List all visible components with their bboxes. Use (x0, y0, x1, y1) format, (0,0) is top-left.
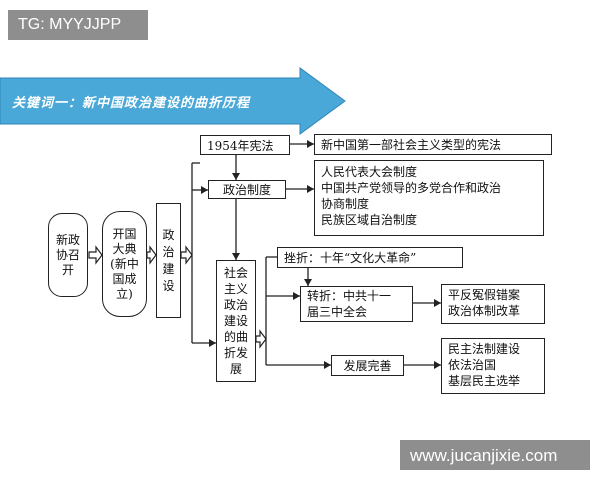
node-kaiguo-text: 开国大典(新中国成立) (110, 226, 139, 301)
watermark-bottom: www.jucanjixie.com (400, 440, 590, 470)
fazhan-result-line: 依法治国 (448, 358, 497, 372)
node-zhuanzhe-result: 平反冤假错案 政治体制改革 (441, 284, 545, 324)
zhidu-item: 人民代表大会制度 (321, 165, 418, 179)
node-zhuanzhe: 转折：中共十一 届三中全会 (300, 286, 413, 322)
arrowheads (201, 140, 441, 369)
node-zhengzhi-jianshe-text: 政治建设 (162, 227, 175, 293)
node-zhidu-items: 人民代表大会制度 中国共产党领导的多党合作和政治 协商制度 民族区域自治制度 (314, 160, 544, 236)
hollow-arrow (88, 245, 267, 349)
zhidu-item: 中国共产党领导的多党合作和政治 (321, 181, 502, 195)
node-zhengzhi-zhidu-text: 政治制度 (222, 183, 271, 197)
zhidu-item: 协商制度 (321, 197, 370, 211)
node-xianfa-1954-text: 1954年宪法 (207, 138, 274, 153)
node-xinzheng: 新政协召开 (48, 213, 88, 297)
node-quzhe-text: 社会主义政治建设的曲折发展 (223, 266, 248, 376)
fazhan-result-line: 基层民主选举 (448, 374, 521, 388)
node-fazhan-text: 发展完善 (343, 359, 392, 373)
node-fazhan: 发展完善 (331, 355, 404, 376)
zhuanzhe-result-line: 政治体制改革 (448, 304, 521, 318)
zhuanzhe-line: 届三中全会 (307, 305, 368, 319)
zhuanzhe-result-line: 平反冤假错案 (448, 288, 521, 302)
node-xinzheng-text: 新政协召开 (55, 232, 80, 277)
fazhan-result-line: 民主法制建设 (448, 342, 521, 356)
node-cuozhe-text: 挫折：十年“文化大革命” (284, 251, 417, 265)
banner-title: 关键词一：新中国政治建设的曲折历程 (12, 96, 251, 111)
node-xianfa-desc: 新中国第一部社会主义类型的宪法 (314, 134, 552, 155)
node-cuozhe: 挫折：十年“文化大革命” (277, 247, 463, 268)
node-zhengzhi-zhidu: 政治制度 (208, 180, 286, 199)
node-xianfa-desc-text: 新中国第一部社会主义类型的宪法 (321, 138, 502, 152)
zhuanzhe-line: 转折：中共十一 (307, 289, 392, 303)
node-xianfa-1954: 1954年宪法 (200, 135, 290, 155)
node-fazhan-result: 民主法制建设 依法治国 基层民主选举 (441, 338, 545, 394)
node-quzhe: 社会主义政治建设的曲折发展 (216, 260, 256, 382)
watermark-top: TG: MYYJJPP (8, 10, 148, 40)
node-kaiguo: 开国大典(新中国成立) (102, 211, 147, 317)
node-zhengzhi-jianshe: 政治建设 (156, 203, 181, 318)
banner-arrow (0, 67, 346, 135)
zhidu-item: 民族区域自治制度 (321, 213, 418, 227)
